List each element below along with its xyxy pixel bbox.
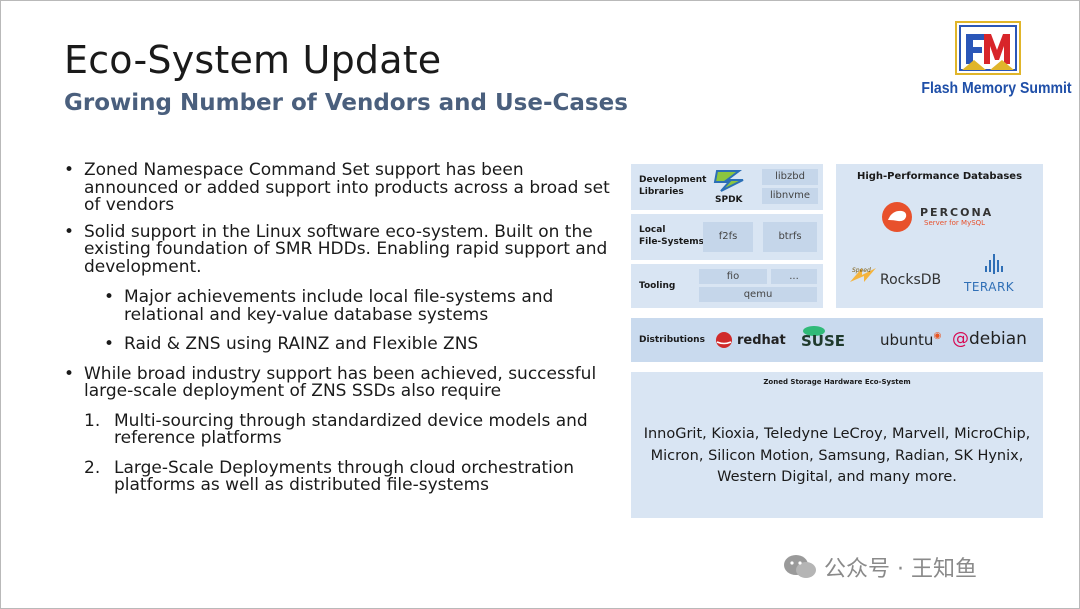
item-number: 1. (84, 410, 101, 431)
bullet-dot: • (64, 221, 75, 242)
hardware-title: Zoned Storage Hardware Eco-System (763, 378, 911, 386)
logo-text: Flash Memory Summit (921, 80, 1072, 97)
vendors-line: InnoGrit, Kioxia, Teledyne LeCroy, Marve… (643, 426, 1031, 442)
watermark-text: 公众号 · 王知鱼 (824, 557, 977, 582)
rocksdb-logo-icon (850, 268, 876, 282)
terark-name: TERARK (964, 280, 1015, 294)
ubuntu-name: ubuntu (880, 331, 934, 349)
localfs-item: f2fs (703, 222, 753, 252)
wechat-icon (784, 555, 816, 578)
debian-swirl-icon: @ (952, 329, 969, 349)
bullet-item: • While broad industry support has been … (64, 363, 619, 401)
bullet-item: • Solid support in the Linux software ec… (64, 221, 619, 277)
item-number: 2. (84, 457, 101, 478)
bullet-text: Zoned Namespace Command Set support has … (84, 160, 610, 215)
sub-bullet-item: • Major achievements include local file-… (64, 287, 619, 325)
localfs-label: Local File-Systems (639, 224, 704, 248)
watermark: 公众号 · 王知鱼 (782, 551, 977, 583)
distribution-ubuntu: ubuntu◉ (880, 331, 941, 349)
bullet-item: • Zoned Namespace Command Set support ha… (64, 160, 619, 215)
distributions-panel: Distributions redhat SUSE ubuntu◉ @debia… (631, 318, 1043, 362)
vendors-line: Western Digital, and many more. (717, 469, 957, 485)
bullet-dot: • (64, 160, 75, 180)
bullet-text: Large-Scale Deployments through cloud or… (114, 457, 575, 495)
distribution-suse: SUSE (801, 332, 846, 350)
numbered-item: 2. Large-Scale Deployments through cloud… (64, 457, 619, 495)
slide-subtitle: Growing Number of Vendors and Use-Cases (64, 90, 628, 116)
tooling-label: Tooling (639, 281, 676, 291)
tooling-item: fio (699, 269, 767, 284)
vendors-line: Micron, Silicon Motion, Samsung, Radian,… (650, 447, 1024, 464)
bullet-dot: • (64, 363, 75, 384)
percona-subtitle: Server for MySQL (924, 219, 986, 227)
suse-logo-icon (803, 326, 825, 336)
devlib-item: libzbd (762, 169, 818, 185)
distribution-redhat: redhat (737, 333, 786, 348)
bullet-text: Major achievements include local file-sy… (124, 287, 554, 325)
ubuntu-circle-icon: ◉ (933, 331, 942, 341)
bullet-dot: • (104, 287, 115, 307)
devlib-item: libnvme (762, 188, 818, 204)
localfs-label-line1: Local (639, 225, 666, 235)
flash-memory-summit-logo: Flash Memory Summit (912, 16, 1072, 102)
spdk-label: SPDK (715, 195, 743, 205)
bullet-text: Raid & ZNS using RAINZ and Flexible ZNS (124, 334, 479, 354)
localfs-item: btrfs (763, 222, 817, 252)
debian-name: debian (969, 329, 1027, 349)
spdk-logo-icon (713, 170, 744, 192)
bullet-text: Solid support in the Linux software eco-… (84, 221, 608, 277)
devlib-label: Development Libraries (639, 174, 706, 198)
numbered-item: 1. Multi-sourcing through standardized d… (64, 410, 619, 448)
redhat-logo-icon (716, 332, 732, 348)
bullet-dot: • (104, 334, 115, 354)
localfs-label-line2: File-Systems (639, 237, 705, 247)
rocksdb-name: RocksDB (880, 272, 942, 288)
slide-title: Eco-System Update (64, 38, 442, 82)
sub-bullet-item: • Raid & ZNS using RAINZ and Flexible ZN… (64, 334, 619, 354)
bullet-list: • Zoned Namespace Command Set support ha… (64, 160, 619, 504)
rocksdb-tag: Speed (852, 267, 871, 274)
bullet-text: While broad industry support has been ac… (84, 363, 597, 401)
tooling-panel: Tooling fio ... qemu (631, 264, 823, 308)
hardware-panel: Zoned Storage Hardware Eco-System InnoGr… (631, 372, 1043, 518)
databases-title: High-Performance Databases (856, 171, 1023, 182)
percona-name: PERCONA (920, 206, 994, 219)
devlib-label-line2: Libraries (639, 187, 684, 197)
localfs-panel: Local File-Systems f2fs btrfs (631, 214, 823, 260)
percona-logo-icon (882, 202, 912, 232)
devlib-label-line1: Development (639, 175, 707, 185)
distributions-label: Distributions (639, 335, 705, 345)
tooling-item: qemu (699, 287, 817, 302)
devlib-panel: Development Libraries SPDK libzbd libnvm… (631, 164, 823, 210)
distribution-debian: @debian (952, 329, 1027, 349)
fms-logo-icon (955, 21, 1021, 75)
tooling-item: ... (771, 269, 817, 284)
databases-panel: High-Performance Databases PERCONA Serve… (836, 164, 1043, 308)
terark-logo-icon (985, 254, 1003, 274)
hardware-vendors: InnoGrit, Kioxia, Teledyne LeCroy, Marve… (631, 424, 1043, 489)
bullet-text: Multi-sourcing through standardized devi… (114, 410, 588, 448)
